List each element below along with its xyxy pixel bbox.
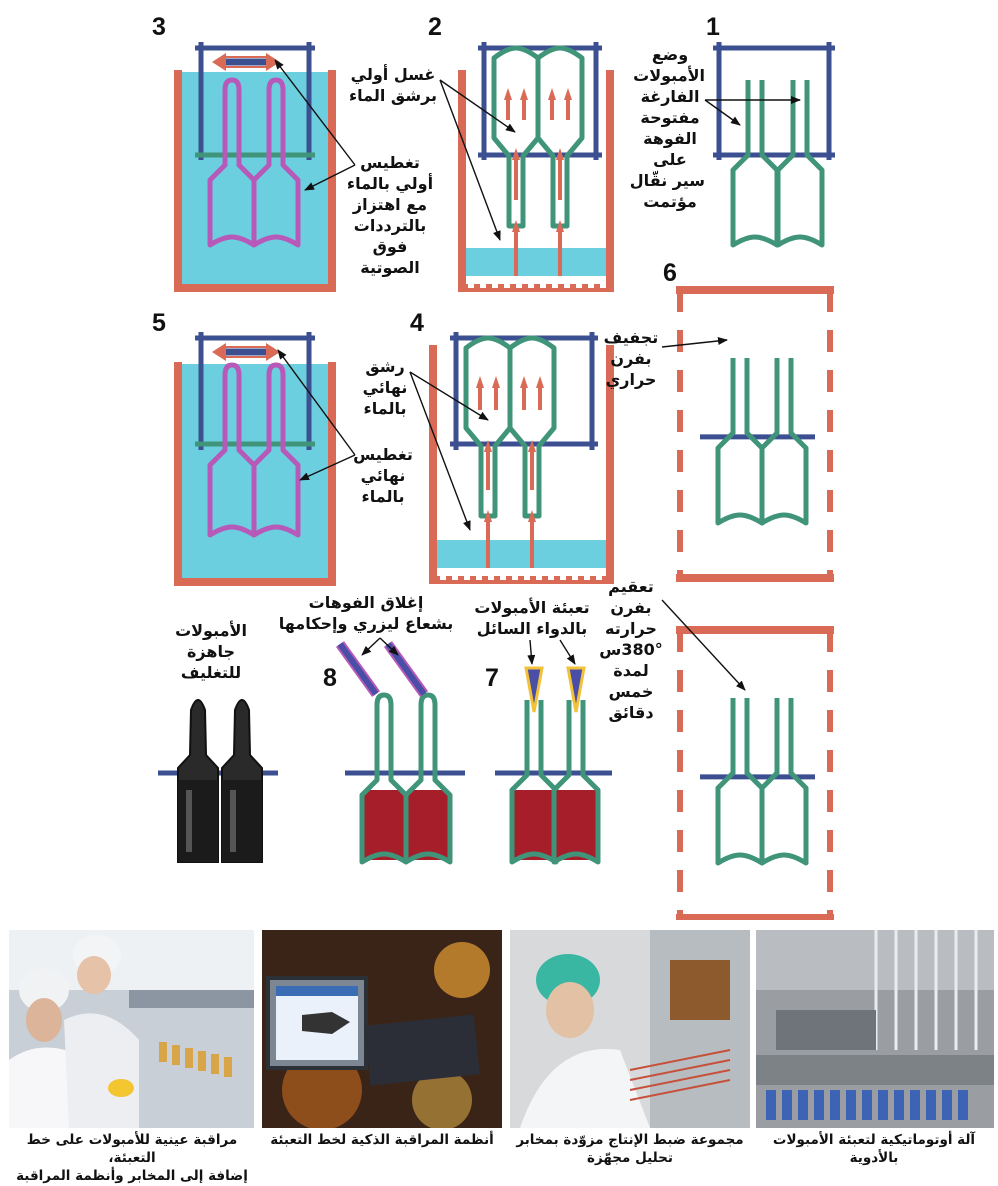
liquid-fill bbox=[408, 790, 448, 860]
step-4-graphic bbox=[410, 332, 610, 580]
liquid-fill bbox=[364, 790, 404, 860]
filling-machine-photo bbox=[756, 930, 994, 1128]
pointer-arrow bbox=[705, 100, 740, 125]
sterilization-oven bbox=[662, 600, 834, 918]
liquid-fill bbox=[514, 790, 554, 860]
step-8-number: 8 bbox=[323, 664, 337, 692]
ampoule-green bbox=[762, 358, 806, 523]
ampoule-green bbox=[778, 80, 822, 245]
step-5-graphic bbox=[178, 332, 355, 582]
photo-caption-4: آلة أوتوماتيكية لتعبئة الأمبولات بالأدوي… bbox=[752, 1131, 996, 1167]
step-7-number: 7 bbox=[485, 664, 499, 692]
monitoring-screen-photo bbox=[262, 930, 502, 1128]
ampoule-green bbox=[733, 80, 777, 245]
ampoule-green bbox=[718, 698, 762, 863]
step-8-graphic bbox=[340, 638, 465, 862]
photo-caption-2: أنظمة المراقبة الذكية لخط التعبئة bbox=[262, 1131, 502, 1149]
water-level bbox=[437, 540, 606, 568]
pointer-arrow bbox=[440, 80, 500, 240]
ampoule-green bbox=[762, 698, 806, 863]
pointer-arrow bbox=[530, 640, 532, 664]
ampoule-green bbox=[718, 358, 762, 523]
step-2-number: 2 bbox=[428, 13, 442, 41]
step-5-number: 5 bbox=[152, 309, 166, 337]
step-3-number: 3 bbox=[152, 13, 166, 41]
step-1-number: 1 bbox=[706, 13, 720, 41]
step-7-graphic bbox=[495, 640, 612, 862]
step-2-graphic bbox=[440, 42, 610, 288]
process-diagram: 1 2 3 4 5 6 7 8 bbox=[0, 0, 998, 920]
step-4-number: 4 bbox=[410, 309, 424, 337]
production-control-photo bbox=[510, 930, 750, 1128]
liquid-fill bbox=[556, 790, 596, 860]
step-6-number: 6 bbox=[663, 259, 677, 287]
pointer-arrow bbox=[410, 372, 470, 530]
pointer-arrow bbox=[662, 340, 727, 347]
step-1-graphic bbox=[705, 42, 835, 245]
ready-graphic bbox=[158, 700, 278, 862]
water-level bbox=[466, 248, 606, 276]
pointer-arrow bbox=[662, 600, 745, 690]
pointer-arrow bbox=[440, 80, 515, 132]
pointer-arrow bbox=[410, 372, 488, 420]
pointer-arrow bbox=[560, 640, 575, 664]
conveyor-frame bbox=[713, 42, 835, 160]
step-3-graphic bbox=[178, 42, 355, 288]
drying-oven bbox=[662, 290, 834, 578]
lab-inspection-photo bbox=[9, 930, 254, 1128]
pointer-arrow bbox=[362, 638, 380, 655]
photo-caption-1: مراقبة عينية للأمبولات على خط التعبئة،إض… bbox=[2, 1131, 262, 1185]
